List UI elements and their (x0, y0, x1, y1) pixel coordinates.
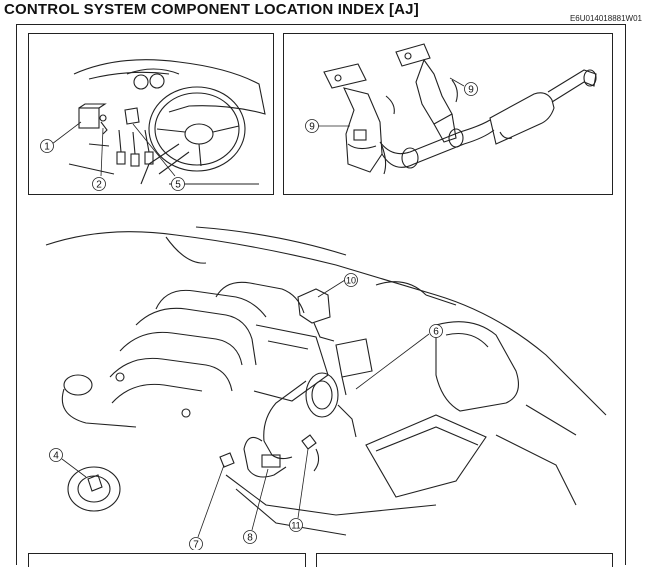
page-frame (16, 24, 626, 565)
callout-2: 2 (96, 180, 102, 191)
callout-6: 6 (433, 327, 439, 338)
callout-1: 1 (44, 142, 50, 153)
callout-4: 4 (53, 451, 59, 462)
bottom-left-panel (28, 553, 306, 567)
document-code: E6U014018881W01 (569, 14, 642, 23)
callout-8: 8 (247, 533, 253, 544)
dashboard-panel: 1 2 5 (28, 33, 274, 195)
callout-7: 7 (193, 540, 199, 551)
bottom-right-panel (316, 553, 613, 567)
exhaust-illustration: 9 9 (305, 43, 597, 175)
callout-9-lower: 9 (309, 122, 315, 133)
page-title: CONTROL SYSTEM COMPONENT LOCATION INDEX … (4, 1, 419, 18)
callout-10: 10 (346, 276, 356, 286)
callout-11: 11 (291, 521, 300, 531)
callout-5: 5 (175, 180, 181, 191)
dashboard-illustration: 1 2 5 (40, 59, 266, 191)
engine-illustration: 10 6 4 7 8 11 (45, 226, 607, 551)
callout-9-upper: 9 (468, 85, 474, 96)
exhaust-panel: 9 9 (283, 33, 613, 195)
